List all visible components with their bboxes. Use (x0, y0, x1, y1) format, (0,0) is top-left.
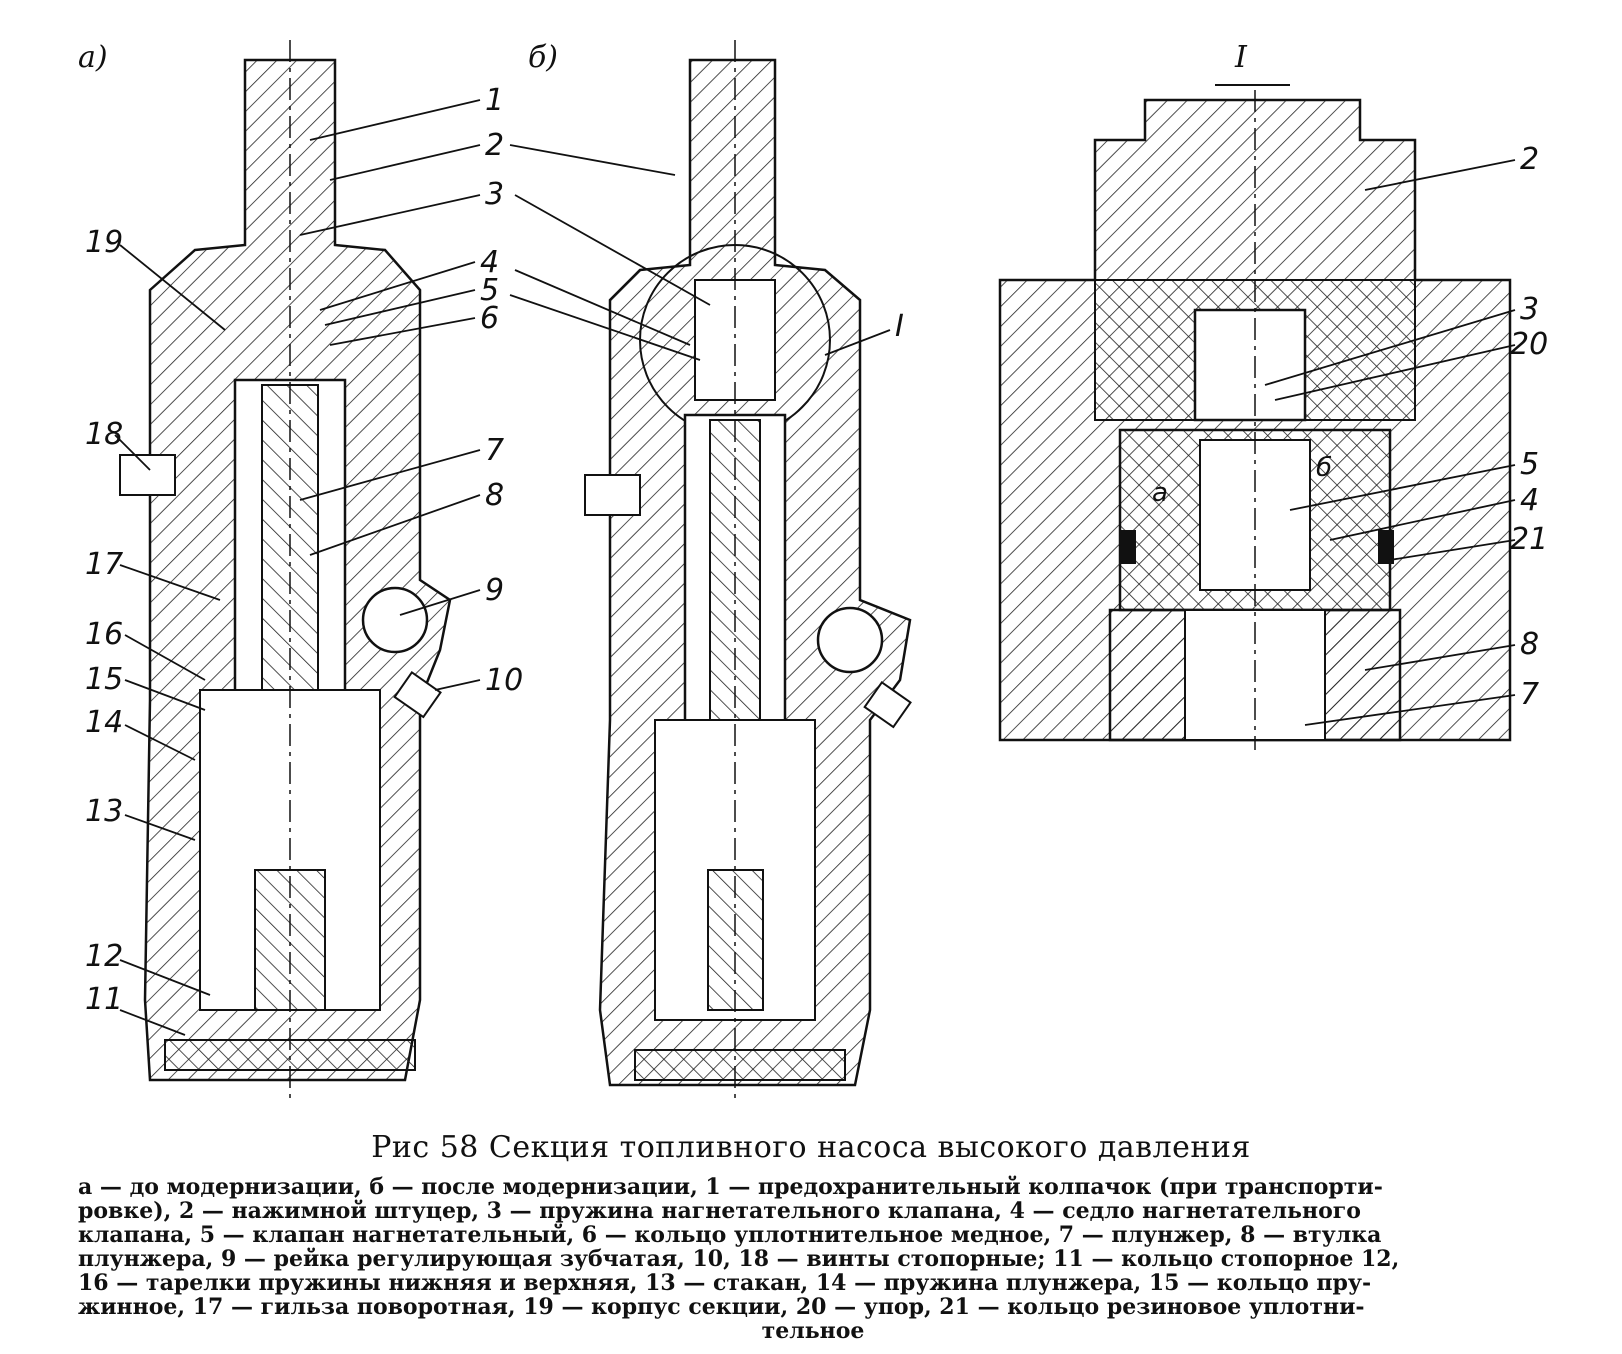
view-a-drawing (119, 40, 452, 1100)
callout-17: 17 (85, 547, 124, 582)
callout-detail-2: 2 (1520, 142, 1540, 177)
callout-18: 18 (85, 417, 124, 452)
leader-lines-view-a (114, 99, 481, 1036)
callout-detail-5: 5 (1520, 447, 1540, 482)
callout-10: 10 (485, 663, 524, 698)
figure-caption: Рис 58 Секция топливного насоса высокого… (371, 1130, 1251, 1165)
callout-detail-ref: I (895, 309, 904, 344)
callout-detail-20: 20 (1510, 327, 1549, 362)
callout-7: 7 (485, 433, 505, 468)
detail-mark-b: б (1316, 453, 1333, 483)
callout-4: 4 (480, 245, 500, 280)
callout-detail-8: 8 (1520, 627, 1540, 662)
view-label-b: б) (528, 40, 559, 75)
callout-19: 19 (85, 225, 124, 260)
legend-line: тельное (761, 1318, 865, 1344)
view-b-drawing (584, 40, 912, 1100)
callout-11: 11 (85, 982, 124, 1017)
callout-1: 1 (485, 83, 505, 118)
legend-line: 16 — тарелки пружины нижняя и верхняя, 1… (78, 1270, 1372, 1296)
leader-lines-detail (1264, 159, 1516, 726)
callout-9: 9 (485, 573, 505, 608)
callout-detail-3: 3 (1520, 292, 1540, 327)
view-label-a: а) (78, 40, 108, 75)
legend-line: а — до модернизации, б — после модерниза… (78, 1174, 1383, 1200)
leader-lines-view-b (509, 144, 891, 361)
view-label-detail: I (1235, 40, 1247, 75)
detail-mark-a: а (1152, 478, 1168, 508)
sectional-drawing (114, 40, 1516, 1100)
legend-line: плунжера, 9 — рейка регулирующая зубчата… (78, 1246, 1400, 1272)
figure: а) б) I 1 2 3 4 5 6 7 8 9 10 11 12 13 14… (78, 40, 1549, 1100)
callout-2: 2 (485, 128, 505, 163)
figure-legend: а — до модернизации, б — после модерниза… (78, 1175, 1548, 1343)
legend-line: клапана, 5 — клапан нагнетательный, 6 — … (78, 1222, 1382, 1248)
callout-5: 5 (480, 273, 500, 308)
callout-13: 13 (85, 794, 124, 829)
detail-view-drawing (998, 84, 1512, 750)
callout-detail-21: 21 (1510, 522, 1549, 557)
callout-12: 12 (85, 939, 124, 974)
legend-line: ровке), 2 — нажимной штуцер, 3 — пружина… (78, 1198, 1361, 1224)
callout-16: 16 (85, 617, 124, 652)
legend-line: жинное, 17 — гильза поворотная, 19 — кор… (78, 1294, 1365, 1320)
callout-detail-4: 4 (1520, 483, 1540, 518)
callout-15: 15 (85, 662, 124, 697)
callout-14: 14 (85, 705, 124, 740)
callout-6: 6 (480, 301, 500, 336)
callout-detail-7: 7 (1520, 677, 1540, 712)
callout-3: 3 (485, 177, 505, 212)
callout-8: 8 (485, 478, 505, 513)
